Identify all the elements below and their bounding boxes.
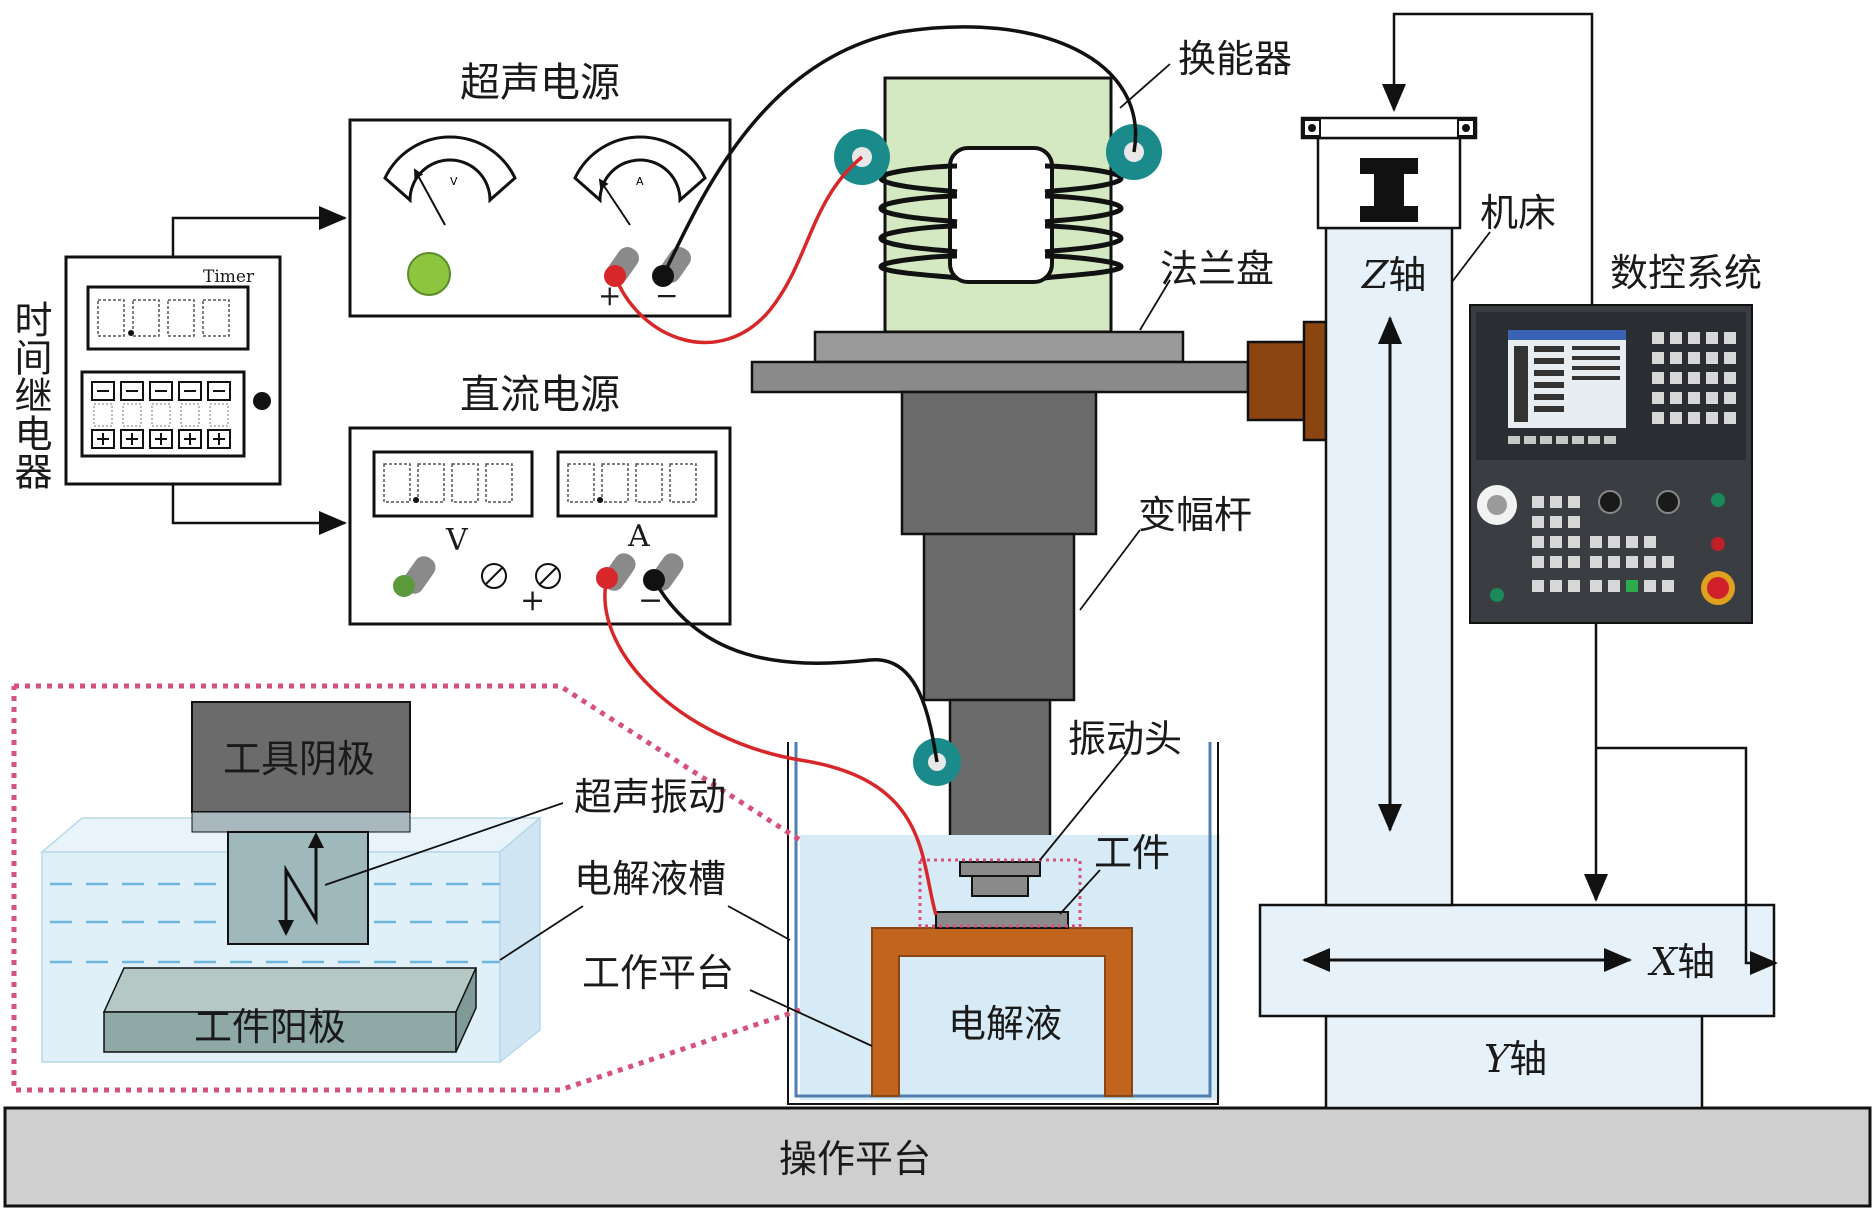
- operating-platform: 操作平台: [3, 1106, 1872, 1208]
- x-axis-label: X轴: [1647, 940, 1715, 984]
- volt-label: V: [445, 523, 469, 558]
- ultrasonic-power-label: 超声电源: [460, 60, 620, 106]
- dc-power-label: 直流电源: [460, 372, 620, 418]
- tank-label: 电解液槽: [574, 857, 726, 901]
- vibration-head-label: 振动头: [1068, 717, 1182, 761]
- machine-label: 机床: [1480, 191, 1556, 235]
- operating-platform-label: 操作平台: [779, 1137, 931, 1181]
- electrolyte-label: 电解液: [948, 1002, 1062, 1046]
- transducer: [834, 76, 1162, 334]
- horn: [900, 390, 1098, 862]
- dc-plus-label: +: [520, 583, 545, 618]
- electrolyte-tank: 电解液: [787, 742, 1220, 1105]
- flange-label: 法兰盘: [1160, 247, 1274, 291]
- power-indicator-lamp: [407, 252, 451, 296]
- us-minus-label: −: [655, 279, 678, 312]
- relay-wiring: [171, 206, 347, 535]
- svg-text:A: A: [636, 175, 644, 188]
- z-axis-label: Z轴: [1361, 253, 1426, 297]
- dc-power-supply: 直流电源 V A + −: [348, 372, 732, 626]
- machine-tool: Z轴 X轴 Y轴: [1258, 116, 1776, 1110]
- ultrasonic-power-supply: 超声电源 V A + −: [348, 60, 732, 318]
- time-relay: 时间继电器 Timer: [8, 255, 282, 490]
- workpiece-label: 工件: [1094, 831, 1170, 875]
- y-axis-label: Y轴: [1484, 1037, 1547, 1081]
- wires: [603, 25, 1138, 916]
- timer-label: Timer: [203, 267, 255, 287]
- horn-label: 变幅杆: [1138, 493, 1252, 537]
- us-plus-label: +: [598, 279, 621, 312]
- z-axis-var: Z: [1361, 253, 1389, 297]
- x-axis-suffix: 轴: [1677, 940, 1715, 984]
- cnc-label: 数控系统: [1610, 251, 1762, 295]
- terminal-plug-icon: [393, 553, 684, 597]
- voltmeter-gauge-icon: V: [383, 135, 517, 226]
- work-table-label: 工作平台: [582, 951, 734, 995]
- tool-cathode-label: 工具阴极: [223, 737, 375, 781]
- relay-label: 时间继电器: [8, 300, 52, 490]
- y-axis-suffix: 轴: [1509, 1037, 1547, 1081]
- x-axis-var: X: [1647, 940, 1679, 984]
- cnc-panel-icon: [1469, 304, 1753, 624]
- flange: [750, 320, 1328, 442]
- workpiece-anode-label: 工件阳极: [194, 1005, 346, 1049]
- ultrasonic-vibration-label: 超声振动: [574, 775, 726, 819]
- leader-lines: [324, 63, 1491, 1047]
- ammeter-gauge-icon: A: [573, 135, 707, 226]
- y-axis-var: Y: [1484, 1037, 1513, 1081]
- svg-text:V: V: [450, 175, 458, 188]
- amp-label: A: [627, 519, 650, 554]
- transducer-label: 换能器: [1178, 37, 1292, 81]
- terminal-plug-icon: [604, 247, 691, 287]
- zoom-inset: 工具阴极 工件阳极: [11, 683, 802, 1093]
- cnc-wiring: [1382, 12, 1778, 975]
- z-axis-suffix: 轴: [1388, 253, 1426, 297]
